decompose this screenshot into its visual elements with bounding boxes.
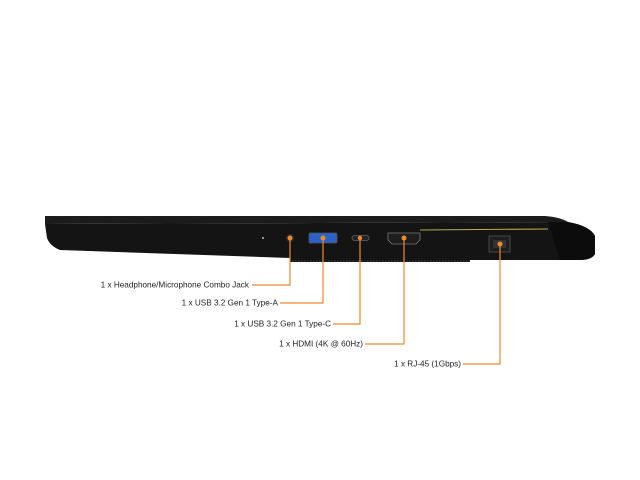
audio-jack-icon — [286, 234, 294, 242]
rj45-port-icon — [488, 235, 511, 253]
port-label-audio-jack: 1 x Headphone/Microphone Combo Jack — [100, 280, 249, 290]
leader-line-audio — [252, 240, 291, 286]
leader-lines — [252, 240, 501, 365]
port-label-usb-a: 1 x USB 3.2 Gen 1 Type-A — [181, 298, 278, 308]
port-label-rj45: 1 x RJ-45 (1Gbps) — [394, 359, 461, 369]
usb-c-port-icon — [351, 235, 370, 241]
port-label-hdmi: 1 x HDMI (4K @ 60Hz) — [279, 339, 363, 349]
leader-line-usb-c — [333, 240, 361, 325]
edge-highlight — [419, 228, 549, 231]
port-label-usb-c: 1 x USB 3.2 Gen 1 Type-C — [234, 319, 331, 329]
hdmi-port-icon — [387, 232, 421, 245]
status-led — [262, 237, 264, 239]
laptop-lid — [45, 216, 568, 224]
leader-line-hdmi — [365, 240, 405, 345]
leader-line-usb-a — [280, 240, 324, 304]
leader-line-rj45 — [463, 246, 501, 365]
hinge — [548, 222, 595, 260]
